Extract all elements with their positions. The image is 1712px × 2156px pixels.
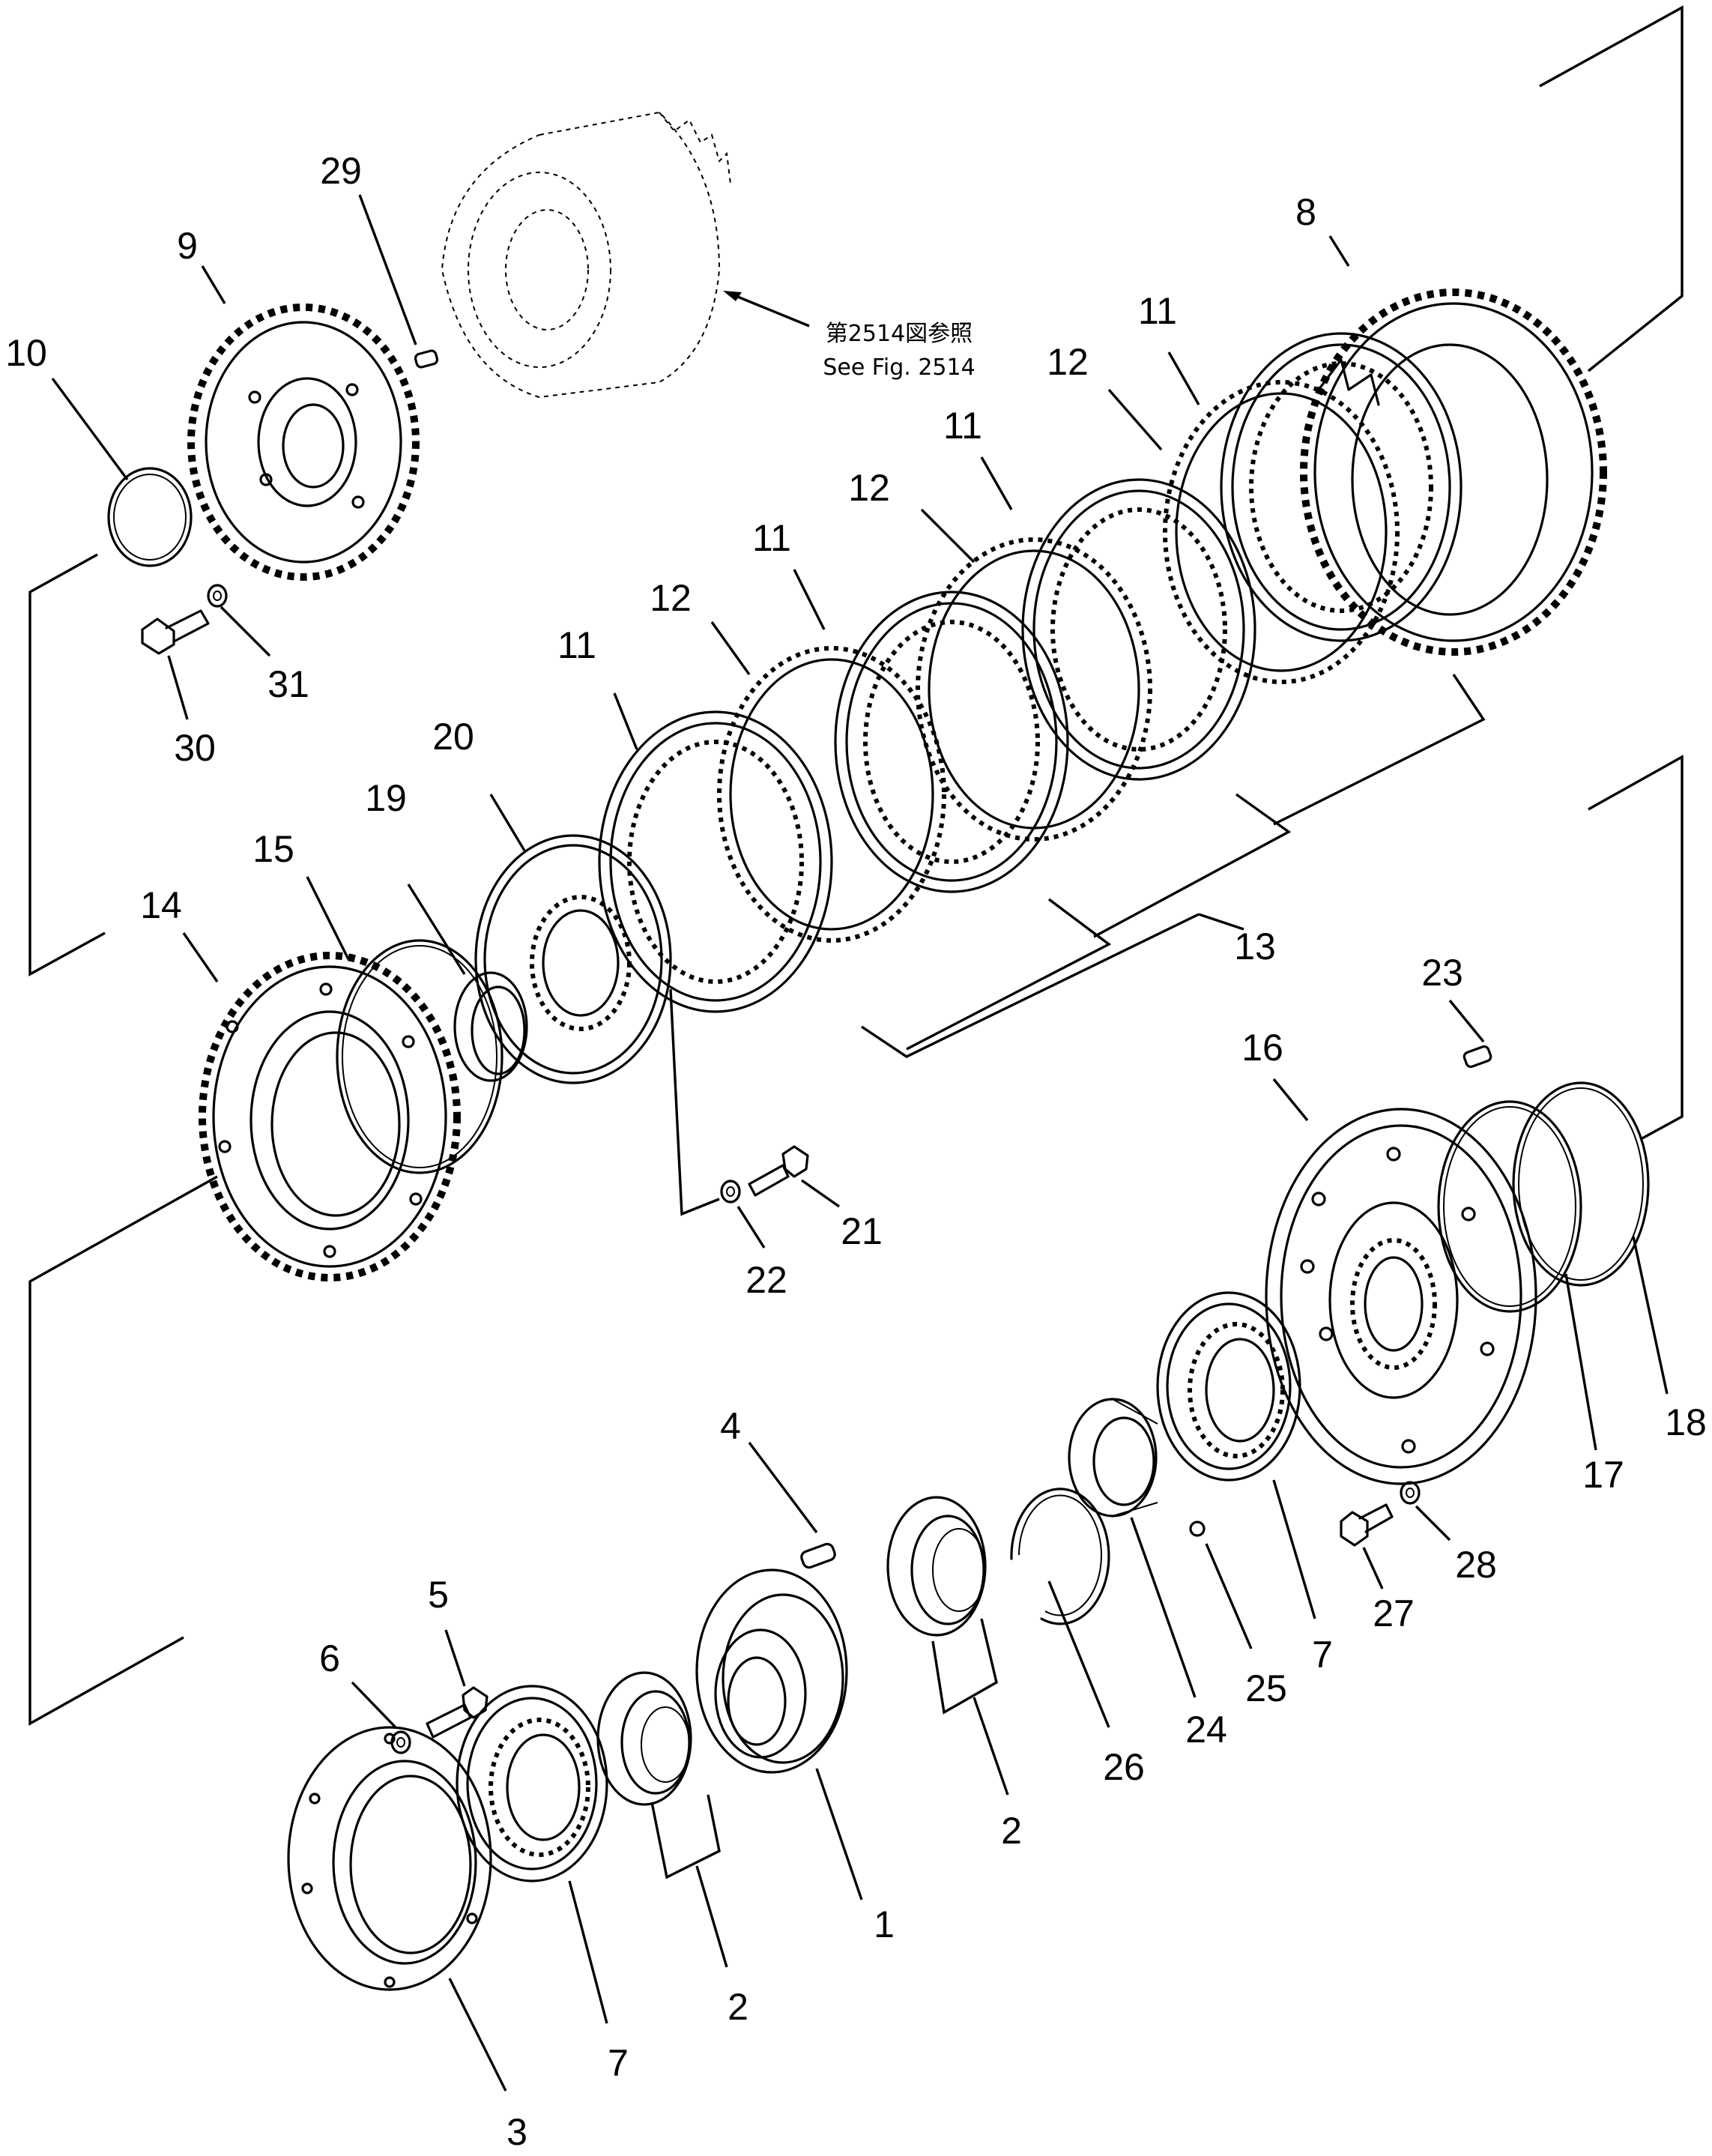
callout-16: 16 (1241, 1027, 1283, 1069)
part-4-pin (748, 1441, 836, 1569)
part-31-washer (207, 584, 271, 657)
callout-labels: 1 2 2 3 4 5 6 7 7 8 9 10 11 11 11 11 12 … (5, 150, 1707, 2153)
callout-19: 19 (365, 777, 407, 819)
part-24-sleeve (1068, 1398, 1197, 1698)
callout-3: 3 (506, 2111, 527, 2153)
part-25-ball (1189, 1521, 1253, 1649)
callout-31: 31 (267, 663, 309, 705)
disc-stack (598, 332, 1463, 1013)
part-6-washer (351, 1681, 411, 1754)
part-7-bearing-left (456, 1685, 608, 2024)
callout-18: 18 (1665, 1401, 1707, 1443)
part-22-washer (720, 1180, 766, 1248)
part-2-seal-right (886, 1496, 1009, 1796)
callout-28: 28 (1455, 1544, 1497, 1586)
frame-brackets (28, 5, 1684, 1726)
part-18-ring (1512, 1081, 1669, 1395)
callout-6: 6 (319, 1637, 340, 1679)
callout-17: 17 (1582, 1454, 1624, 1496)
callout-25: 25 (1245, 1667, 1287, 1709)
part-1-hub (695, 1568, 863, 1900)
callout-23: 23 (1421, 952, 1463, 994)
callout-12: 12 (1047, 341, 1089, 383)
plate-12-1 (1163, 380, 1400, 684)
part-17-ring (1437, 1100, 1597, 1451)
part-19-seal (407, 884, 528, 1082)
callout-7: 7 (1312, 1634, 1333, 1676)
callout-30: 30 (174, 727, 216, 769)
part-26-snapring (1010, 1488, 1110, 1728)
bracket-21-22 (669, 988, 720, 1216)
part-9-gear (187, 265, 420, 581)
part-7-bearing-right (1156, 1291, 1316, 1619)
callout-15: 15 (252, 828, 294, 870)
part-3-cover (287, 1726, 507, 2092)
reference-note-jp: 第2514図参照 (826, 321, 973, 347)
callout-22: 22 (745, 1259, 787, 1301)
part-27-bolt (1340, 1503, 1394, 1589)
callout-24: 24 (1185, 1709, 1227, 1751)
callout-7: 7 (608, 2042, 629, 2084)
callout-12: 12 (650, 577, 692, 619)
part-21-bolt (748, 1145, 840, 1208)
part-14-housing (182, 932, 461, 1281)
callout-29: 29 (320, 150, 362, 192)
disc-11-2 (1021, 478, 1256, 781)
callout-8: 8 (1295, 191, 1316, 233)
part-15-ring (306, 876, 503, 1174)
reference-note-en: See Fig. 2514 (823, 354, 975, 381)
callout-11: 11 (1138, 290, 1177, 332)
part-29-pin (358, 194, 439, 369)
callout-11: 11 (943, 405, 982, 447)
part-16-cover (1265, 1078, 1537, 1485)
disc-11-3 (834, 591, 1069, 893)
callout-12: 12 (848, 467, 890, 509)
callout-1: 1 (874, 1903, 895, 1945)
part-30-bolt (141, 609, 210, 720)
callout-10: 10 (5, 332, 47, 374)
callout-20: 20 (432, 716, 474, 758)
part-8-drum (1300, 235, 1607, 656)
part-20-piston (474, 794, 672, 1084)
disc-11-1 (1220, 332, 1463, 642)
callout-13: 13 (1234, 925, 1276, 967)
part-28-washer (1400, 1481, 1451, 1541)
disc-11-4 (598, 710, 833, 1013)
callout-4: 4 (720, 1405, 741, 1447)
callout-2: 2 (728, 1986, 748, 2028)
callout-26: 26 (1103, 1746, 1145, 1788)
plate-12-3 (717, 646, 946, 943)
part-2-seal-left (596, 1671, 728, 1968)
callout-14: 14 (140, 884, 182, 926)
part-10-ring (51, 377, 193, 567)
bracket-13 (861, 674, 1486, 1058)
part-5-bolt (426, 1629, 489, 1739)
callout-27: 27 (1373, 1592, 1415, 1634)
callout-11: 11 (557, 624, 596, 666)
callout-9: 9 (177, 225, 198, 267)
callout-11: 11 (752, 517, 791, 559)
callout-2: 2 (1001, 1810, 1022, 1852)
reference-housing (441, 111, 810, 399)
callout-5: 5 (428, 1574, 449, 1616)
part-23-pin (1448, 999, 1492, 1069)
callout-21: 21 (841, 1210, 883, 1252)
plate-12-2 (916, 537, 1152, 842)
